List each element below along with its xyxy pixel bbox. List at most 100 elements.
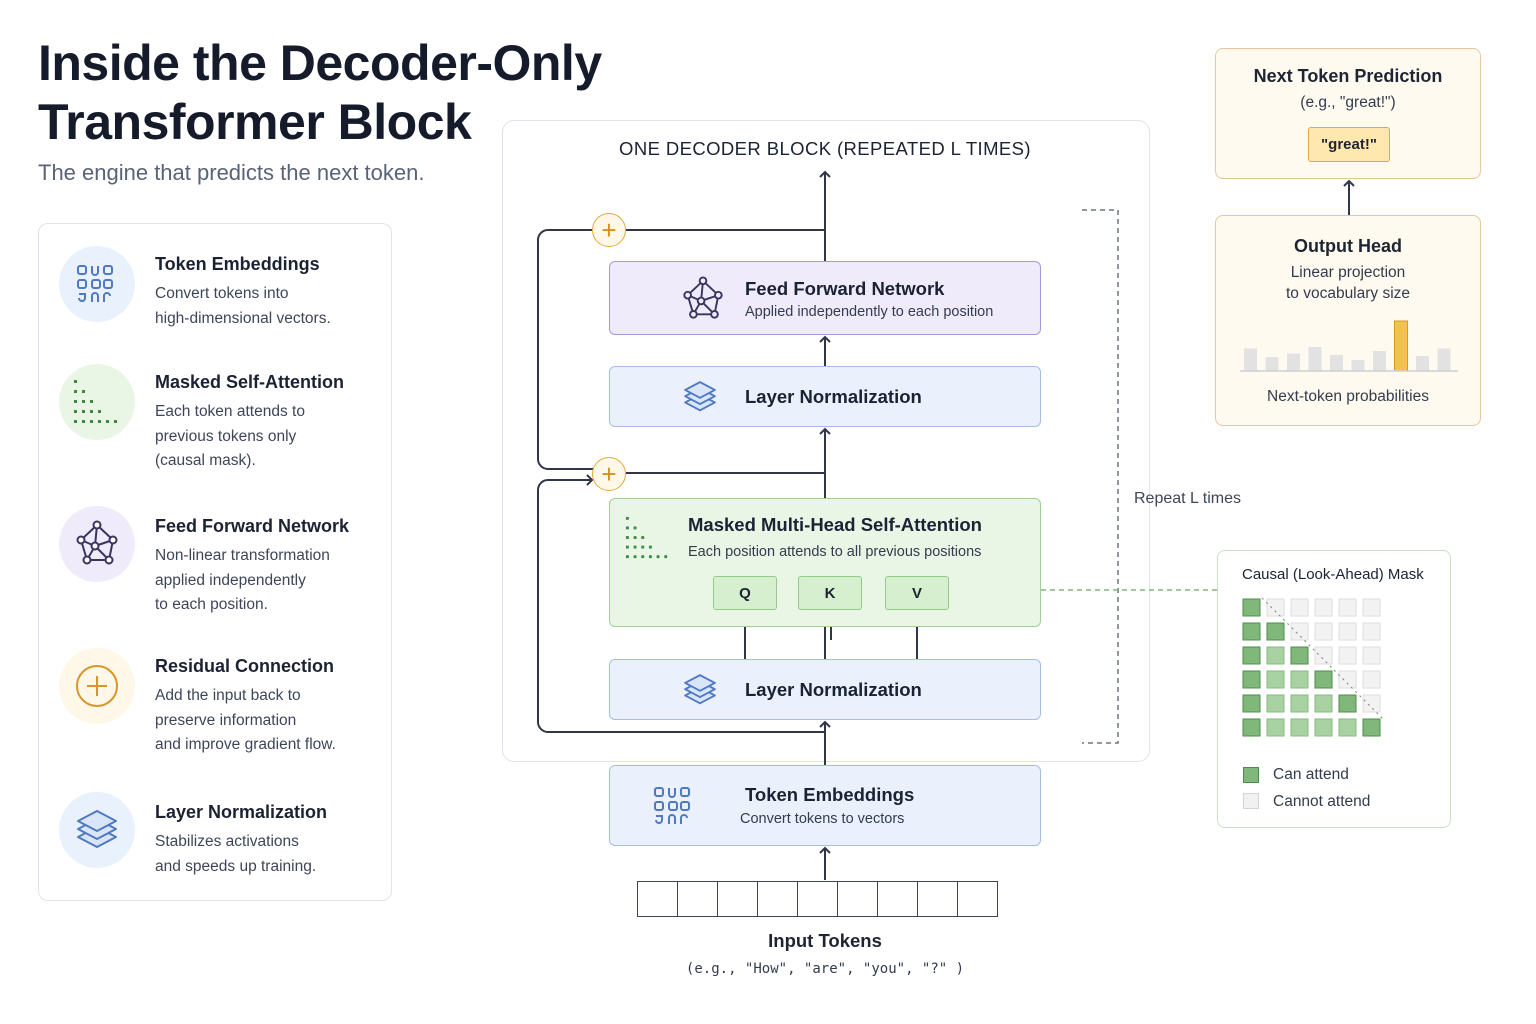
mask-cell-attend (1242, 670, 1261, 689)
query-box: Q (713, 576, 777, 610)
ffn-subtitle: Applied independently to each position (745, 304, 994, 320)
input-token-row (636, 881, 998, 917)
page-title: Inside the Decoder-Only Transformer Bloc… (38, 34, 638, 152)
network-icon (59, 506, 135, 582)
mask-cell-attend (1290, 670, 1309, 689)
probability-bar (1416, 356, 1429, 371)
mask-cell-attend (1314, 694, 1333, 713)
mask-cell-attend (1290, 646, 1309, 665)
probability-bar (1287, 353, 1300, 371)
mask-cell-blocked (1338, 646, 1357, 665)
decoder-block-title: ONE DECODER BLOCK (REPEATED L TIMES) (619, 138, 1031, 159)
input-tokens-title: Input Tokens (768, 930, 882, 951)
residual-add-bottom: + (592, 457, 626, 491)
legend-item-title: Residual Connection (155, 656, 335, 676)
causal-mask-grid (1242, 597, 1385, 737)
mask-cell-blocked (1314, 622, 1333, 641)
legend-desc-line: Convert tokens into (155, 285, 289, 302)
mask-cell-blocked (1362, 670, 1381, 689)
legend-item-title: Feed Forward Network (155, 516, 350, 536)
mask-cell-blocked (1314, 598, 1333, 617)
probability-bar-highlight (1394, 320, 1408, 372)
title-line-2: Transformer Block (38, 94, 472, 150)
prediction-subtitle: (e.g., "great!") (1300, 94, 1396, 111)
mask-cell-attend (1242, 646, 1261, 665)
prediction-title: Next Token Prediction (1253, 66, 1443, 86)
mask-cell-blocked (1338, 670, 1357, 689)
input-token-box (676, 881, 718, 917)
legend-item-title: Token Embeddings (155, 254, 320, 274)
embeddings-title: Token Embeddings (745, 784, 915, 805)
page-subtitle: The engine that predicts the next token. (38, 160, 425, 185)
layers-icon (682, 379, 718, 420)
plus-circle-icon (59, 648, 135, 724)
mask-cell-blocked (1362, 598, 1381, 617)
probability-bar (1351, 360, 1365, 371)
legend-item-title: Layer Normalization (155, 802, 328, 822)
causal-mask-icon (625, 515, 671, 566)
probability-bar (1244, 348, 1257, 371)
mask-cell-attend (1338, 694, 1357, 713)
probability-bar (1437, 348, 1451, 371)
attention-subtitle: Each position attends to all previous po… (688, 544, 982, 560)
legend-desc-line: applied independently (155, 571, 306, 589)
legend-desc-line: preserve information (155, 711, 297, 729)
can-attend-swatch (1243, 767, 1259, 783)
layer-norm-title: Layer Normalization (745, 679, 922, 700)
legend-desc-line: high-dimensional vectors. (155, 309, 331, 327)
output-head-box (1215, 215, 1481, 426)
mask-cell-blocked (1338, 622, 1357, 641)
legend-desc-line: and speeds up training. (155, 857, 317, 875)
mask-cell-attend (1338, 718, 1357, 737)
layers-icon (682, 672, 718, 713)
input-token-box (956, 881, 998, 917)
mask-cell-attend (1266, 670, 1285, 689)
mask-cell-attend (1266, 718, 1285, 737)
mask-cell-attend (1314, 670, 1333, 689)
legend-item-desc: Non-linear transformation applied indepe… (155, 544, 387, 618)
mask-cell-attend (1266, 694, 1285, 713)
mask-cell-blocked (1362, 646, 1381, 665)
legend-desc-line: Stabilizes activations (155, 833, 299, 850)
legend-item-desc: Each token attends to previous tokens on… (155, 400, 387, 474)
input-token-box (796, 881, 838, 917)
legend-desc-line: previous tokens only (155, 427, 297, 445)
mask-cell-attend (1266, 646, 1285, 665)
layer-norm-top-block: Layer Normalization (609, 366, 1041, 427)
legend-item-desc: Add the input back to preserve informati… (155, 684, 387, 758)
output-head-caption: Next-token probabilities (1267, 388, 1429, 405)
probability-bar (1373, 351, 1386, 371)
input-token-box (756, 881, 798, 917)
legend-desc-line: Each token attends to (155, 403, 305, 420)
output-head-title: Output Head (1294, 236, 1402, 256)
layers-icon (59, 792, 135, 868)
probability-bar (1330, 355, 1343, 371)
input-token-box (716, 881, 758, 917)
mask-cell-blocked (1290, 598, 1309, 617)
key-box: K (798, 576, 862, 610)
legend-desc-line: (causal mask). (155, 452, 256, 469)
value-box: V (885, 576, 949, 610)
cannot-attend-swatch (1243, 793, 1259, 809)
attention-title: Masked Multi-Head Self-Attention (688, 514, 982, 535)
legend-item-title: Masked Self-Attention (155, 372, 345, 392)
mask-cell-blocked (1266, 598, 1285, 617)
ffn-title: Feed Forward Network (745, 278, 945, 299)
input-tokens-example: (e.g., "How", "are", "you", "?" ) (685, 961, 965, 977)
layer-norm-title: Layer Normalization (745, 386, 922, 407)
legend-item-desc: Convert tokens into high-dimensional vec… (155, 282, 387, 331)
predicted-token: "great!" (1308, 127, 1390, 162)
legend-item-desc: Stabilizes activations and speeds up tra… (155, 830, 387, 879)
legend-desc-line: Add the input back to (155, 687, 301, 704)
residual-add-top: + (592, 213, 626, 247)
layer-norm-bottom-block: Layer Normalization (609, 659, 1041, 720)
embeddings-subtitle: Convert tokens to vectors (740, 811, 905, 827)
cannot-attend-label: Cannot attend (1273, 793, 1371, 810)
legend-desc-line: and improve gradient flow. (155, 736, 336, 753)
output-head-line-2: to vocabulary size (1285, 285, 1411, 302)
mask-cell-attend (1362, 718, 1381, 737)
probability-bar (1265, 357, 1279, 371)
output-head-line-1: Linear projection (1290, 264, 1406, 281)
mask-cell-blocked (1362, 694, 1381, 713)
